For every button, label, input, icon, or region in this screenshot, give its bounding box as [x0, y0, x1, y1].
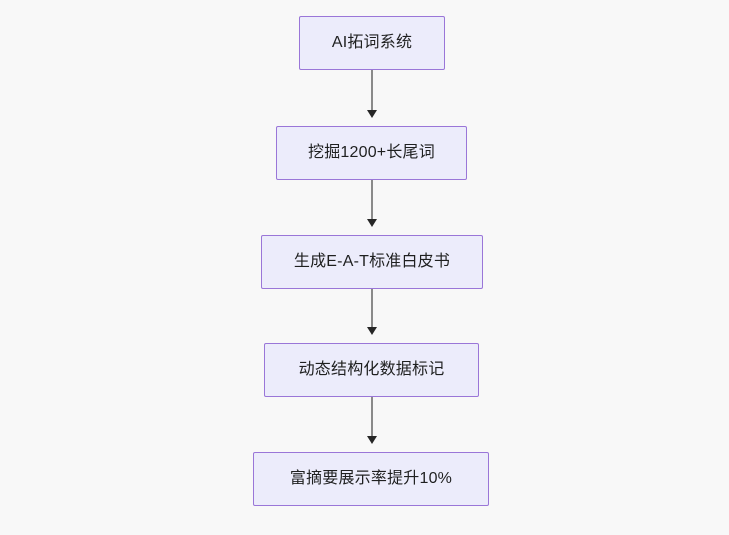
arrowhead-icon	[366, 219, 377, 227]
flow-node-label: 挖掘1200+长尾词	[308, 144, 435, 161]
flow-edge-node1-node2	[366, 70, 377, 118]
edge-line	[371, 289, 373, 328]
flow-node-label: 富摘要展示率提升10%	[289, 470, 453, 487]
flow-edge-node3-node4	[366, 289, 377, 335]
flow-node-rich-snippet-rate-increase[interactable]: 富摘要展示率提升10%	[253, 452, 489, 506]
arrowhead-icon	[366, 110, 377, 118]
edge-line	[371, 70, 373, 111]
flow-node-generate-eat-whitepaper[interactable]: 生成E-A-T标准白皮书	[261, 235, 483, 289]
flow-node-label: 动态结构化数据标记	[298, 361, 445, 378]
arrowhead-icon	[366, 436, 377, 444]
arrowhead-icon	[366, 327, 377, 335]
flow-edge-node2-node3	[366, 180, 377, 227]
edge-line	[371, 180, 373, 220]
flow-edge-node4-node5	[366, 397, 377, 444]
edge-line	[371, 397, 373, 437]
flow-node-label: 生成E-A-T标准白皮书	[293, 253, 451, 270]
flow-node-ai-keyword-system[interactable]: AI拓词系统	[299, 16, 445, 70]
flow-node-label: AI拓词系统	[331, 34, 413, 51]
flow-node-mine-longtail-keywords[interactable]: 挖掘1200+长尾词	[276, 126, 467, 180]
flow-node-dynamic-structured-data-markup[interactable]: 动态结构化数据标记	[264, 343, 479, 397]
